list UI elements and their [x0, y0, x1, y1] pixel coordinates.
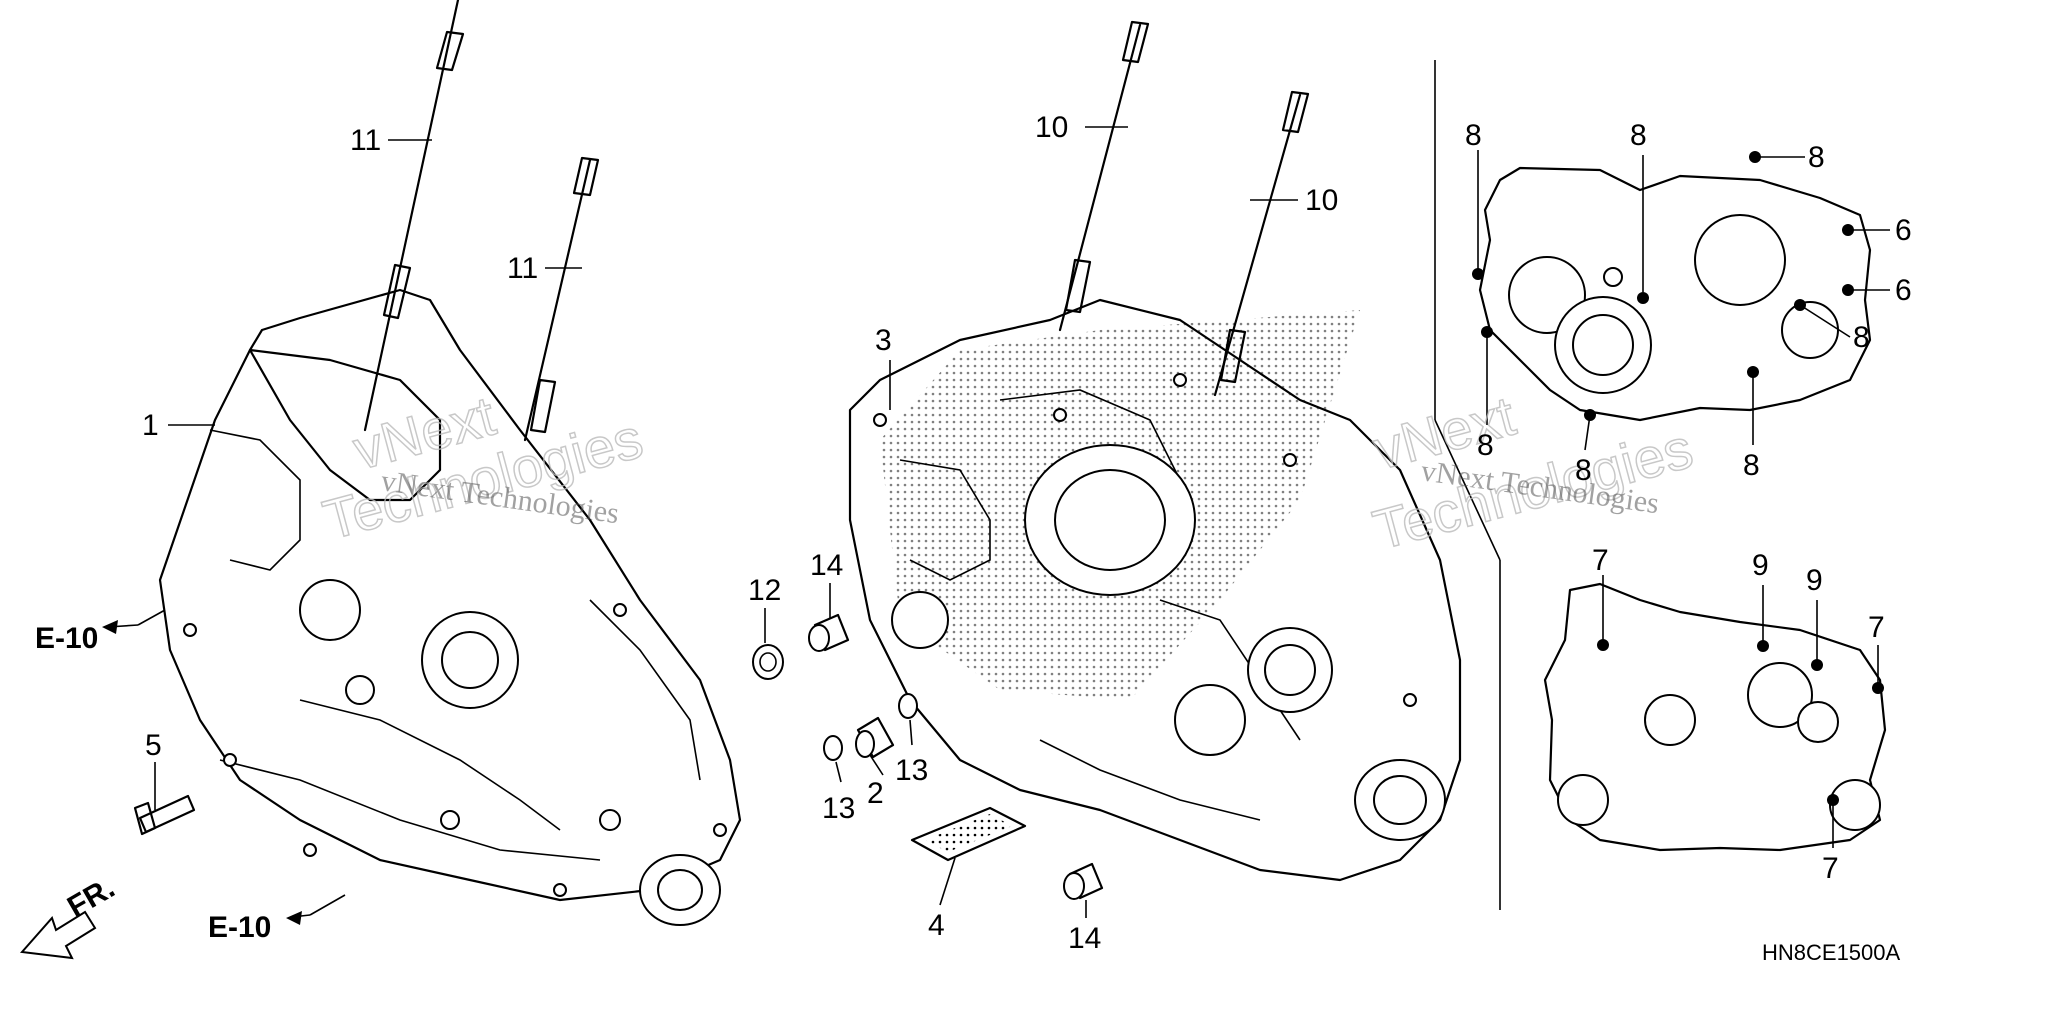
callout-8f: 8 — [1575, 454, 1592, 487]
oil-seal-12 — [752, 644, 784, 680]
callout-9a: 9 — [1752, 549, 1769, 582]
callout-10b: 10 — [1305, 184, 1338, 217]
left-crankcase — [158, 288, 742, 926]
e10-arrow-bottom — [286, 911, 311, 925]
ref-front: FR. — [62, 871, 120, 924]
callout-12: 12 — [748, 574, 781, 607]
diagram-code: HN8CE1500A — [1762, 940, 1901, 965]
oil-strainer-4 — [910, 806, 1027, 862]
callout-13b: 13 — [822, 792, 855, 825]
stud-bolt-11b — [523, 156, 600, 442]
bolt-5 — [133, 794, 196, 836]
callout-8d: 8 — [1853, 321, 1870, 354]
orifice-2 — [855, 716, 895, 759]
callout-8a: 8 — [1465, 119, 1482, 152]
callout-5: 5 — [145, 729, 162, 762]
callout-14a: 14 — [810, 549, 843, 582]
stud-bolt-10b — [1213, 90, 1310, 397]
callout-11a: 11 — [350, 124, 381, 157]
right-crankcase — [848, 298, 1462, 882]
ref-e10-bottom: E-10 — [208, 911, 271, 944]
o-ring-13-right — [898, 693, 918, 719]
callout-7a: 7 — [1592, 544, 1609, 577]
callout-8b: 8 — [1630, 119, 1647, 152]
callout-13a: 13 — [895, 754, 928, 787]
callout-14b: 14 — [1068, 922, 1101, 955]
e10-arrow-top — [102, 620, 139, 634]
callout-2: 2 — [867, 777, 884, 810]
stud-bolt-11a — [363, 0, 465, 432]
callout-labels: 11 11 1 3 10 10 12 14 5 13 2 13 4 14 8 8… — [35, 111, 1912, 965]
callout-3: 3 — [875, 324, 892, 357]
callout-10a: 10 — [1035, 111, 1068, 144]
callout-8c: 8 — [1808, 141, 1825, 174]
leader-lines — [137, 126, 1890, 918]
ref-e10-top: E-10 — [35, 622, 98, 655]
callout-4: 4 — [928, 909, 945, 942]
callout-8g: 8 — [1743, 449, 1760, 482]
front-arrow-icon — [19, 910, 97, 960]
lower-gasket — [1543, 582, 1887, 852]
callout-7c: 7 — [1822, 852, 1839, 885]
dowel-pin-14-lower — [1063, 862, 1104, 900]
stud-bolt-10a — [1058, 20, 1150, 332]
dowel-pin-14-upper — [808, 613, 850, 652]
o-ring-13-left — [823, 735, 843, 761]
callout-9b: 9 — [1806, 564, 1823, 597]
callout-7b: 7 — [1868, 611, 1885, 644]
callout-1: 1 — [142, 409, 159, 442]
callout-6b: 6 — [1895, 274, 1912, 307]
callout-8e: 8 — [1477, 429, 1494, 462]
callout-11b: 11 — [507, 252, 538, 285]
upper-gasket — [1478, 166, 1872, 422]
callout-6a: 6 — [1895, 214, 1912, 247]
